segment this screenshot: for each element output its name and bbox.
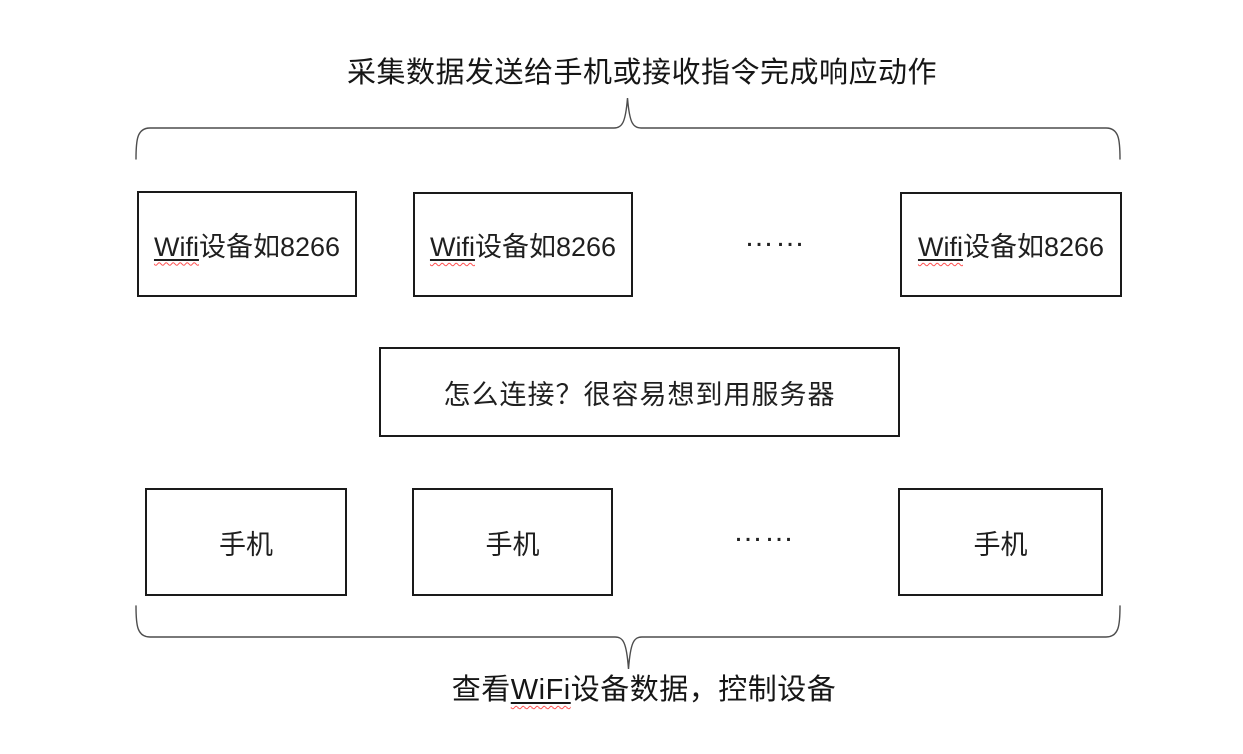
wifi-word-underline: WiFi [511, 674, 571, 706]
phone-box-1: 手机 [145, 488, 347, 596]
phone-label: 手机 [973, 529, 1028, 560]
bottom-annotation-suffix: 设备数据，控制设备 [570, 674, 837, 706]
wifi-word-spellcheck: Wifi [917, 232, 963, 262]
wifi-device-label: Wifi设备如8266 [430, 225, 616, 264]
top-annotation: 采集数据发送给手机或接收指令完成响应动作 [342, 52, 942, 94]
phone-box-2: 手机 [412, 488, 613, 596]
wifi-label-rest: 设备如8266 [474, 232, 617, 262]
wifi-word-underline: Wifi [154, 232, 199, 262]
phone-label: 手机 [485, 529, 540, 560]
phone-label: 手机 [219, 529, 273, 560]
wifi-device-label: Wifi设备如8266 [918, 225, 1104, 264]
wifi-device-box-2: Wifi设备如8266 [413, 192, 633, 297]
wifi-row-ellipsis: …… [744, 220, 806, 253]
wifi-device-box-1: Wifi设备如8266 [137, 191, 357, 297]
server-question-label: 怎么连接？很容易想到用服务器 [443, 379, 836, 410]
wifi-label-rest: 设备如8266 [198, 231, 341, 262]
phone-row-ellipsis: …… [733, 515, 795, 548]
wifi-word-underline: Wifi [918, 232, 963, 262]
wifi-device-label: Wifi设备如8266 [154, 225, 340, 264]
wifi-label-rest: 设备如8266 [962, 232, 1105, 262]
wifi-word-spellcheck: WiFi [510, 674, 571, 706]
top-annotation-text: 采集数据发送给手机或接收指令完成响应动作 [346, 57, 937, 89]
server-question-box: 怎么连接？很容易想到用服务器 [379, 347, 900, 437]
wifi-device-box-3: Wifi设备如8266 [900, 192, 1122, 297]
bottom-brace-icon [135, 605, 1121, 670]
wifi-word-underline: Wifi [430, 232, 475, 262]
bottom-annotation: 查看WiFi设备数据，控制设备 [344, 668, 944, 712]
wifi-word-spellcheck: Wifi [153, 231, 199, 262]
bottom-annotation-prefix: 查看 [451, 674, 511, 706]
top-brace-icon [135, 97, 1121, 160]
phone-box-3: 手机 [898, 488, 1103, 596]
wifi-word-spellcheck: Wifi [429, 232, 475, 262]
